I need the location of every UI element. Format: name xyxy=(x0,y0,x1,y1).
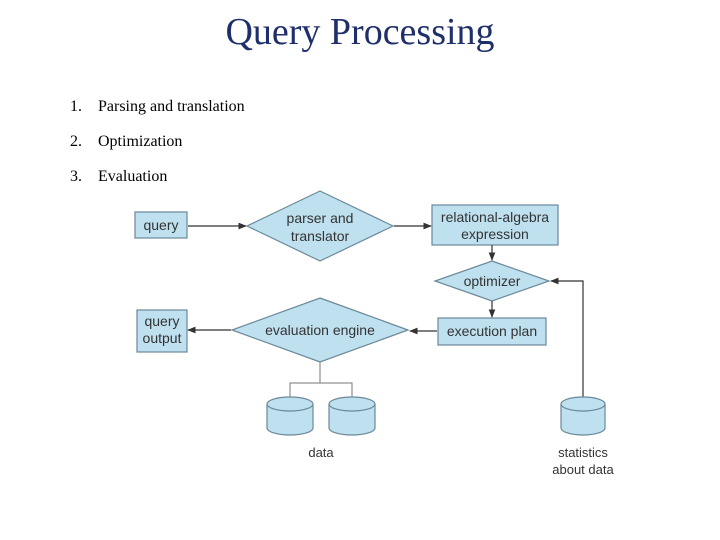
step-number: 3. xyxy=(70,168,82,185)
optimizer-label: optimizer xyxy=(464,273,521,289)
execution-plan-box xyxy=(437,317,547,346)
relalg-label-line2: expression xyxy=(461,226,529,242)
query-output-line1: query xyxy=(144,313,179,329)
relalg-label-line1: relational-algebra xyxy=(441,209,549,225)
eval-engine-label: evaluation engine xyxy=(265,322,375,338)
data-label: data xyxy=(308,445,334,460)
parser-translator-diamond xyxy=(245,190,395,262)
step-text: Evaluation xyxy=(98,168,168,185)
data-disk-icon xyxy=(328,396,376,436)
statistics-disk-icon xyxy=(560,396,606,436)
statistics-label-line1: statistics xyxy=(558,445,608,460)
step-text: Parsing and translation xyxy=(98,98,245,115)
step-number: 2. xyxy=(70,133,82,150)
page-title: Query Processing xyxy=(225,11,495,53)
query-box xyxy=(134,211,188,239)
step-text: Optimization xyxy=(98,133,183,150)
parser-label-line1: parser and xyxy=(287,210,354,226)
connector-engine-data-2 xyxy=(320,382,353,398)
query-label: query xyxy=(143,217,178,233)
connector-engine-data-1 xyxy=(289,362,321,398)
steps-list: 1. Parsing and translation 2. Optimization… xyxy=(70,95,245,200)
query-output-line2: output xyxy=(143,330,182,346)
relational-algebra-box xyxy=(431,204,559,246)
step-item: 3. Evaluation xyxy=(70,165,245,200)
execution-plan-label: execution plan xyxy=(447,323,537,339)
step-item: 1. Parsing and translation xyxy=(70,95,245,130)
arrow-statistics-to-optimizer xyxy=(550,277,584,397)
statistics-label-line2: about data xyxy=(552,462,614,477)
parser-label-line2: translator xyxy=(291,228,350,244)
data-disk-icon xyxy=(266,396,314,436)
step-item: 2. Optimization xyxy=(70,130,245,165)
step-number: 1. xyxy=(70,98,82,115)
query-output-box xyxy=(136,309,188,353)
